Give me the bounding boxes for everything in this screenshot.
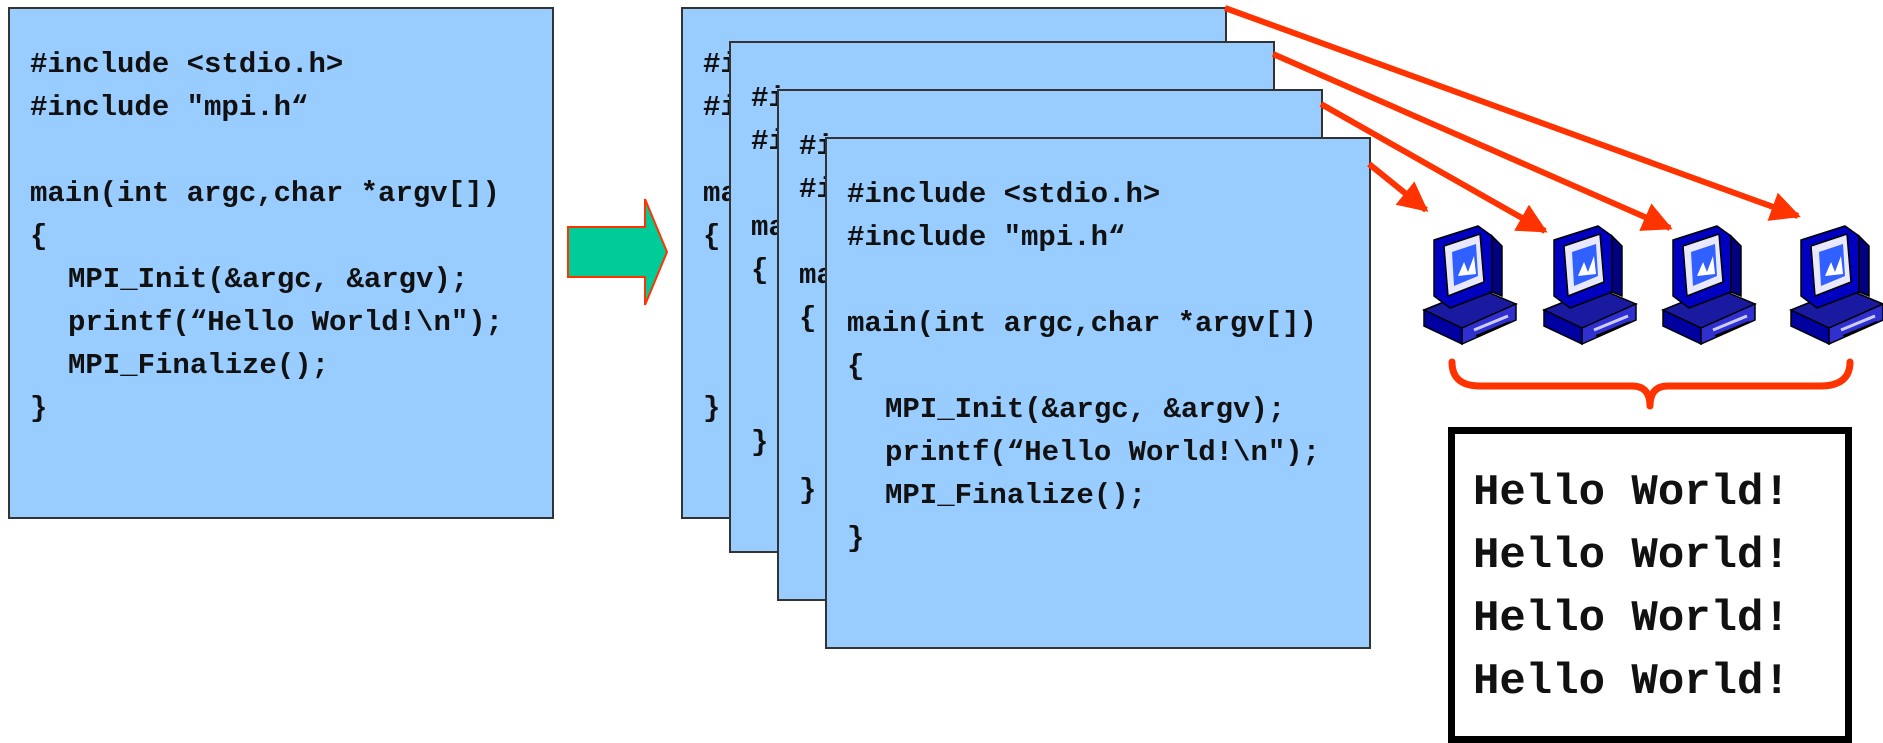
code-line: MPI_Finalize(); bbox=[885, 479, 1147, 512]
code-line: printf(“Hello World!\n"); bbox=[885, 436, 1321, 469]
code-line: #include "mpi.h“ bbox=[30, 91, 309, 124]
link-arrow bbox=[1319, 101, 1548, 234]
code-line: { bbox=[799, 302, 817, 335]
link-arrow bbox=[1271, 51, 1673, 231]
code-line: { bbox=[703, 220, 721, 253]
front-copy-code: #include <stdio.h> #include "mpi.h“ main… bbox=[847, 173, 1320, 560]
code-line: } bbox=[847, 522, 865, 555]
output-box: Hello World! Hello World! Hello World! H… bbox=[1448, 427, 1852, 743]
code-line: } bbox=[751, 426, 769, 459]
computer-icon bbox=[1542, 224, 1638, 346]
output-line: Hello World! bbox=[1473, 531, 1790, 581]
code-line: #include <stdio.h> bbox=[30, 48, 344, 81]
link-arrow bbox=[1367, 161, 1429, 213]
code-line: MPI_Finalize(); bbox=[68, 349, 330, 382]
code-line: } bbox=[703, 392, 721, 425]
code-line: main(int argc,char *argv[]) bbox=[30, 177, 500, 210]
computer-icon bbox=[1789, 224, 1883, 346]
code-line: printf(“Hello World!\n"); bbox=[68, 306, 504, 339]
grouping-brace bbox=[1448, 358, 1854, 410]
code-line: #include <stdio.h> bbox=[847, 178, 1161, 211]
code-line: } bbox=[799, 474, 817, 507]
code-line: MPI_Init(&argc, &argv); bbox=[68, 263, 469, 296]
distribute-arrow bbox=[567, 198, 669, 306]
code-line: MPI_Init(&argc, &argv); bbox=[885, 393, 1286, 426]
link-arrow bbox=[1223, 5, 1801, 221]
code-line: { bbox=[30, 220, 48, 253]
output-line: Hello World! bbox=[1473, 594, 1790, 644]
computer-icon bbox=[1422, 224, 1518, 346]
output-line: Hello World! bbox=[1473, 657, 1790, 707]
source-code-box: #include <stdio.h> #include "mpi.h“ main… bbox=[8, 7, 554, 519]
code-line: } bbox=[30, 392, 48, 425]
computer-icon bbox=[1661, 224, 1757, 346]
output-line: Hello World! bbox=[1473, 468, 1790, 518]
code-line: #include "mpi.h“ bbox=[847, 221, 1126, 254]
process-copy-front: #include <stdio.h> #include "mpi.h“ main… bbox=[825, 137, 1371, 649]
code-line: { bbox=[751, 254, 769, 287]
code-line: main(int argc,char *argv[]) bbox=[847, 307, 1317, 340]
source-code: #include <stdio.h> #include "mpi.h“ main… bbox=[30, 43, 503, 430]
code-line: { bbox=[847, 350, 865, 383]
output-lines: Hello World! Hello World! Hello World! H… bbox=[1473, 462, 1790, 714]
